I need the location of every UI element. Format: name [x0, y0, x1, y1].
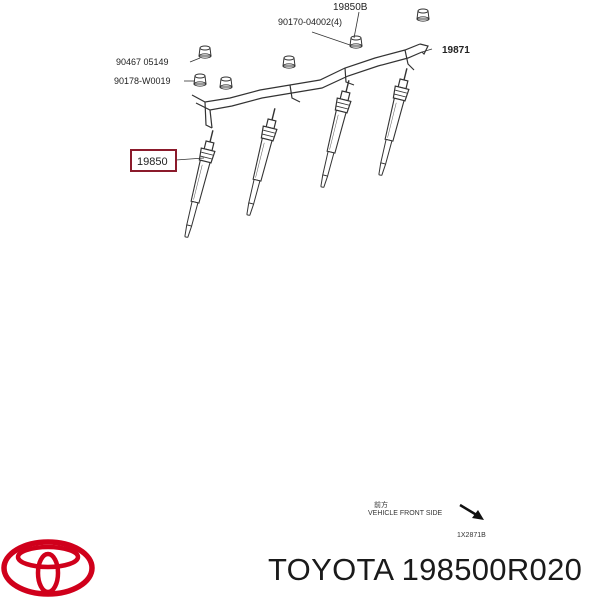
- nut-icon: [282, 55, 296, 69]
- glow-plug-icon: [372, 65, 415, 178]
- direction-text: VEHICLE FRONT SIDE: [368, 510, 442, 517]
- part-highlight-box: [130, 149, 177, 172]
- glow-plug-icon: [314, 77, 357, 190]
- label-19850b: 19850B: [333, 2, 368, 13]
- toyota-logo: [1, 539, 95, 597]
- brand-caption: TOYOTA 198500R020: [268, 552, 583, 587]
- direction-kanji: 前方: [374, 500, 388, 509]
- nut-icon: [219, 76, 233, 90]
- nut-icon: [198, 45, 212, 59]
- diagram-code: 1X2871B: [457, 532, 486, 539]
- direction-arrow-icon: [459, 503, 484, 520]
- label-19850-highlight: 19850: [137, 156, 168, 168]
- nut-icon: [416, 8, 430, 22]
- label-19871: 19871: [442, 45, 470, 56]
- glow-plug-icon: [240, 105, 283, 218]
- nut-icon: [349, 35, 363, 49]
- label-90178: 90178-W0019: [114, 76, 171, 86]
- glow-plug-icon: [178, 127, 221, 240]
- washer-icon: [193, 73, 207, 87]
- label-90467: 90467 05149: [116, 57, 169, 67]
- leader-lines: [175, 11, 433, 161]
- label-90170: 90170-04002(4): [278, 17, 342, 27]
- bus-bar-19871: [191, 43, 429, 129]
